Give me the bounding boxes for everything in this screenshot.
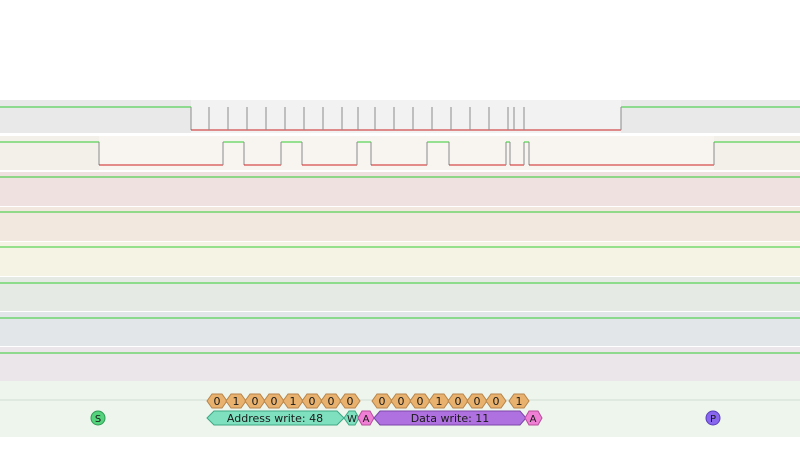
start-condition[interactable]: S — [90, 410, 106, 426]
bit-label: 1 — [290, 395, 297, 408]
lane-ch7-bg — [0, 347, 800, 381]
bit-label: 0 — [309, 395, 316, 408]
bit-hexagon[interactable]: 0 — [409, 393, 431, 409]
start-label: S — [95, 414, 101, 425]
lane-ch2-bg — [0, 172, 800, 206]
lane-ch3-bg — [0, 207, 800, 241]
bit-hexagon[interactable]: 0 — [206, 393, 228, 409]
scl-active-region — [191, 100, 621, 133]
ack-annotation-1[interactable]: A — [357, 410, 375, 426]
bit-label: 0 — [493, 395, 500, 408]
rw-label: W — [347, 414, 357, 425]
bit-label: 0 — [379, 395, 386, 408]
bit-label: 0 — [214, 395, 221, 408]
data-write-annotation[interactable]: Data write: 11 — [373, 410, 527, 426]
bit-label: 1 — [516, 395, 523, 408]
bit-label: 0 — [398, 395, 405, 408]
rw-annotation[interactable]: W — [343, 410, 360, 426]
bit-hexagon[interactable]: 0 — [263, 393, 285, 409]
bit-hexagon[interactable]: 0 — [301, 393, 323, 409]
bit-hexagon[interactable]: 1 — [508, 393, 530, 409]
bit-label: 1 — [233, 395, 240, 408]
stop-condition[interactable]: P — [705, 410, 721, 426]
bit-hexagon[interactable]: 0 — [390, 393, 412, 409]
bit-label: 0 — [328, 395, 335, 408]
address-write-annotation[interactable]: Address write: 48 — [206, 410, 345, 426]
bit-label: 0 — [347, 395, 354, 408]
address-bits: 0 1 0 0 1 0 0 0 — [206, 393, 361, 409]
bit-label: 1 — [436, 395, 443, 408]
bit-hexagon[interactable]: 0 — [244, 393, 266, 409]
bit-hexagon[interactable]: 1 — [225, 393, 247, 409]
bit-hexagon[interactable]: 0 — [320, 393, 342, 409]
bit-hexagon[interactable]: 0 — [447, 393, 469, 409]
scl-waveform — [0, 106, 800, 131]
data-bits: 0 0 0 1 0 0 0 1 — [371, 393, 530, 409]
decoder-row-bg — [0, 381, 800, 437]
stop-label: P — [710, 414, 716, 425]
ack-label: A — [363, 414, 370, 425]
bit-hexagon[interactable]: 0 — [371, 393, 393, 409]
bit-label: 0 — [455, 395, 462, 408]
lane-ch6-bg — [0, 312, 800, 346]
ack-label: A — [530, 414, 537, 425]
ack-annotation-2[interactable]: A — [524, 410, 543, 426]
lane-ch5-bg — [0, 277, 800, 311]
bit-hexagon[interactable]: 0 — [466, 393, 488, 409]
bit-label: 0 — [252, 395, 259, 408]
lane-ch4-bg — [0, 242, 800, 276]
bit-label: 0 — [417, 395, 424, 408]
bit-hexagon[interactable]: 0 — [485, 393, 507, 409]
bit-hexagon[interactable]: 1 — [282, 393, 304, 409]
address-write-label: Address write: 48 — [227, 412, 323, 425]
bit-hexagon[interactable]: 0 — [339, 393, 361, 409]
sda-active-region — [99, 136, 714, 170]
bit-label: 0 — [271, 395, 278, 408]
bit-label: 0 — [474, 395, 481, 408]
sda-waveform — [0, 141, 800, 166]
data-write-label: Data write: 11 — [411, 412, 490, 425]
bit-hexagon[interactable]: 1 — [428, 393, 450, 409]
